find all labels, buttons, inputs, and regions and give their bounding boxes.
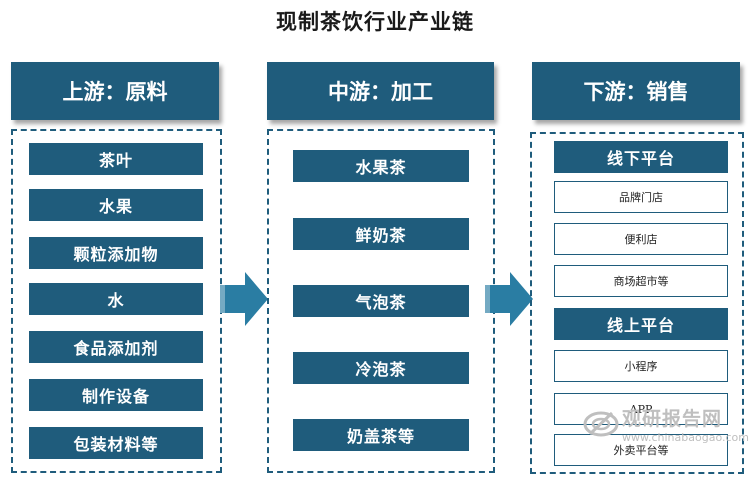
offline-channel-item: 商场超市等 <box>554 265 728 297</box>
watermark-logo-icon <box>583 411 619 437</box>
upstream-item: 水果 <box>29 189 203 221</box>
online-channel-item: 外卖平台等 <box>554 434 728 466</box>
upstream-item: 制作设备 <box>29 379 203 411</box>
watermark: 观研报告网 www.chinabaogao.com <box>580 400 750 470</box>
midstream-item: 水果茶 <box>293 150 469 182</box>
upstream-header: 上游：原料 <box>11 62 219 120</box>
online-channel-item: APP <box>554 393 728 425</box>
upstream-item: 食品添加剂 <box>29 331 203 363</box>
upstream-item: 茶叶 <box>29 143 203 175</box>
offline-channel-item: 品牌门店 <box>554 181 728 213</box>
watermark-url: www.chinabaogao.com <box>622 431 749 444</box>
downstream-header: 下游：销售 <box>532 62 740 120</box>
online-channel-item: 小程序 <box>554 350 728 382</box>
midstream-item: 气泡茶 <box>293 285 469 317</box>
offline-platform-label: 线下平台 <box>554 141 728 173</box>
online-platform-label: 线上平台 <box>554 308 728 340</box>
flow-arrow-icon <box>220 272 268 326</box>
upstream-item: 颗粒添加物 <box>29 237 203 269</box>
watermark-name: 观研报告网 <box>622 408 723 430</box>
midstream-item: 冷泡茶 <box>293 352 469 384</box>
downstream-frame <box>530 132 744 474</box>
offline-channel-item: 便利店 <box>554 223 728 255</box>
upstream-item: 水 <box>29 283 203 315</box>
midstream-item: 鲜奶茶 <box>293 218 469 250</box>
midstream-item: 奶盖茶等 <box>293 419 469 451</box>
diagram-title: 现制茶饮行业产业链 <box>276 9 474 34</box>
upstream-item: 包装材料等 <box>29 427 203 459</box>
flow-arrow-icon <box>485 272 533 326</box>
midstream-header: 中游：加工 <box>267 62 494 120</box>
